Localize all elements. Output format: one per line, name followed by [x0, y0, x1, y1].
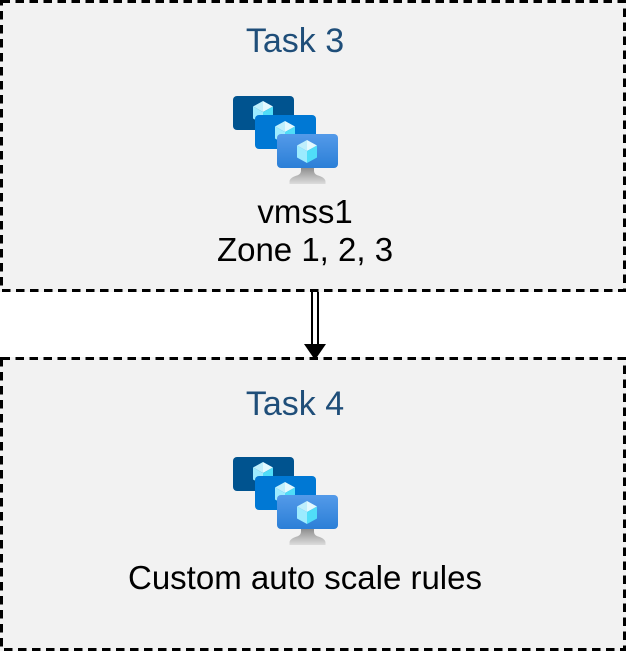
task4-caption: Custom auto scale rules: [128, 559, 482, 597]
task3-title: Task 3: [245, 22, 345, 60]
task3-box: Task 3 vmss1 Zone 1, 2, 3: [0, 0, 626, 292]
task3-content: Task 3 vmss1 Zone 1, 2, 3: [0, 0, 626, 292]
task3-caption-line2: Zone 1, 2, 3: [216, 231, 394, 268]
vmss-icon: [233, 96, 338, 186]
task3-caption-line1: vmss1: [257, 193, 353, 230]
down-arrow-icon: [304, 292, 326, 360]
task4-box: Task 4 Custom auto scale rules: [0, 357, 626, 651]
task4-content: Task 4 Custom auto scale rules: [0, 357, 626, 651]
vmss-icon: [233, 457, 338, 547]
task4-caption-line1: Custom auto scale rules: [128, 559, 482, 596]
task4-title: Task 4: [245, 385, 345, 423]
task3-caption: vmss1 Zone 1, 2, 3: [217, 193, 393, 269]
